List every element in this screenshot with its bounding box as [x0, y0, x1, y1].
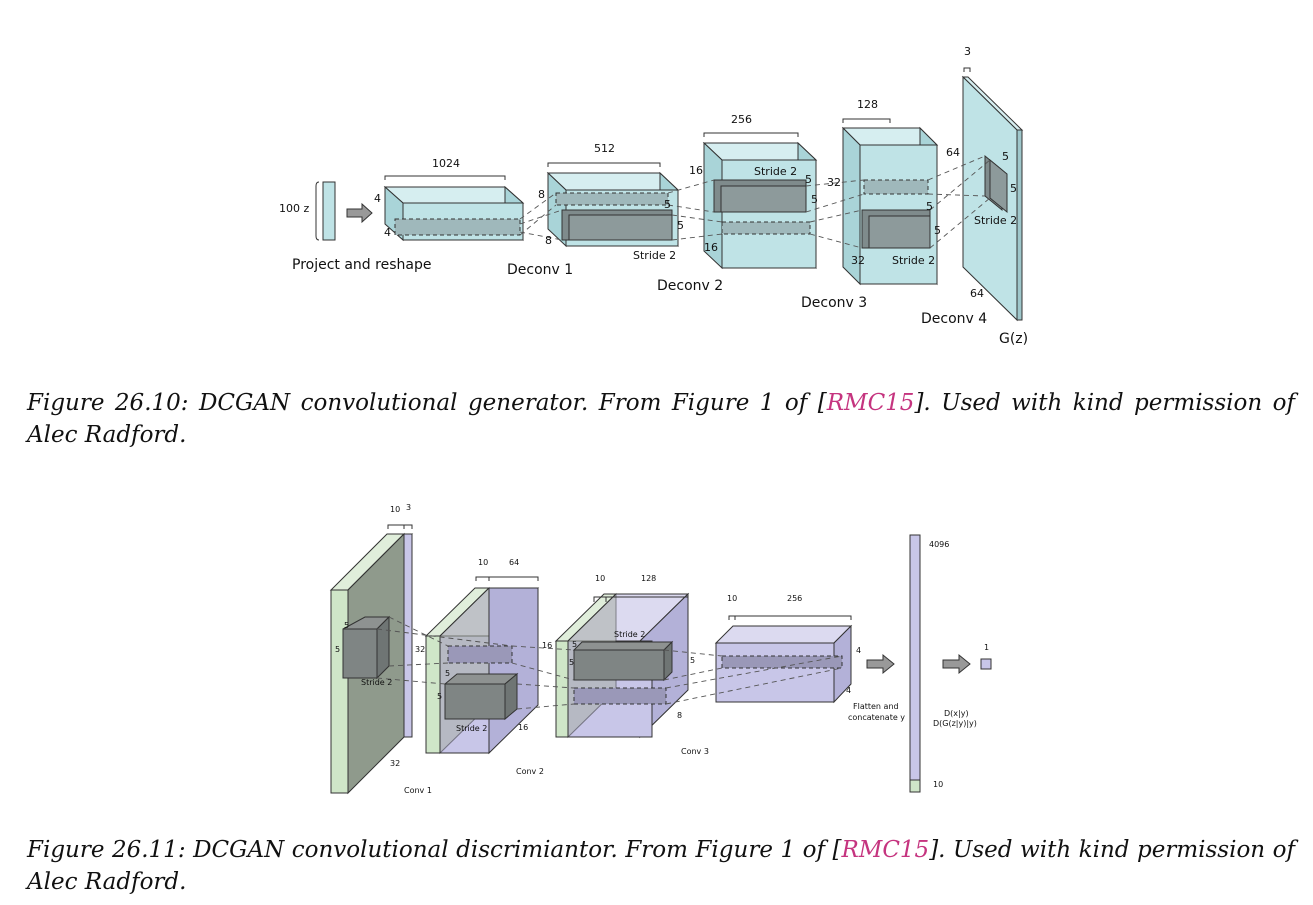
figure-caption: Figure 26.11: DCGAN convolutional discri…: [27, 834, 1295, 898]
z-brace: [315, 181, 320, 241]
deconv4-label: Deconv 4: [921, 311, 987, 327]
label-vector-y: [909, 779, 921, 793]
deconv3-label: Deconv 3: [801, 295, 867, 311]
z-vector: [322, 181, 336, 241]
stride-label: Stride 2: [974, 214, 1017, 227]
conv1-label: Conv 1: [404, 786, 432, 795]
arrow-right-icon: [942, 653, 971, 675]
stride-label: Stride 2: [361, 678, 392, 687]
dim-label: 10: [595, 574, 605, 583]
dim-label: 10: [478, 558, 488, 567]
dim-label: 5: [1010, 182, 1017, 195]
conv2-block: [424, 586, 540, 755]
dim-label: 3: [406, 503, 411, 512]
dim-label: 4096: [929, 540, 949, 549]
dim-label: 1: [984, 643, 989, 652]
dim-label: 5: [344, 621, 349, 630]
flatten-vector: [909, 534, 921, 781]
dim-label: 16: [518, 723, 528, 732]
dim-label: 5: [926, 200, 933, 213]
dim-label: 4: [374, 192, 381, 205]
connector-lines: [376, 616, 843, 710]
dim-label: 16: [689, 164, 703, 177]
conv3-block: [554, 592, 690, 739]
conv3-label: Conv 3: [681, 747, 709, 756]
dim-label: 32: [390, 759, 400, 768]
dim-label: 64: [509, 558, 519, 567]
dim-label: 512: [594, 142, 615, 155]
dim-label: 5: [805, 173, 812, 186]
deconv4-block: [961, 75, 1024, 322]
arrow-right-icon: [346, 202, 373, 224]
dim-label: 64: [970, 287, 984, 300]
dim-label: 5: [569, 658, 574, 667]
arrow-right-icon: [866, 653, 895, 675]
figure-caption: Figure 26.10: DCGAN convolutional genera…: [27, 387, 1295, 451]
dim-label: 10: [727, 594, 737, 603]
dim-label: 5: [811, 193, 818, 206]
dim-label: 5: [934, 224, 941, 237]
dim-label: 5: [445, 669, 450, 678]
deconv3-block: [841, 126, 939, 286]
stride-label: Stride 2: [892, 254, 935, 267]
flatten-label: Flatten and: [853, 702, 899, 711]
stride-label: Stride 2: [754, 165, 797, 178]
dim-label: 256: [731, 113, 752, 126]
caption-text: ]. Used with kind permission of Alec Rad…: [27, 837, 1295, 895]
stride-label: Stride 2: [633, 249, 676, 262]
project-block: [383, 185, 525, 242]
dim-label: 5: [572, 640, 577, 649]
stride-label: Stride 2: [456, 724, 487, 733]
gz-label: G(z): [999, 331, 1028, 347]
dim-label: 4: [846, 686, 851, 695]
dim-label: 5: [677, 219, 684, 232]
dim-label: 32: [827, 176, 841, 189]
flatten-label: concatenate y: [848, 713, 905, 722]
dim-label: 8: [545, 234, 552, 247]
dim-label: 1024: [432, 157, 460, 170]
stride-label: Stride 2: [614, 630, 645, 639]
caption-text: Figure 26.11: DCGAN convolutional discri…: [27, 837, 842, 863]
dim-label: 10: [390, 505, 400, 514]
caption-text: ]. Used with kind permission of Alec Rad…: [27, 390, 1296, 448]
output-label: D(x|y): [944, 709, 969, 718]
deconv1-label: Deconv 1: [507, 262, 573, 278]
dim-label: 10: [933, 780, 943, 789]
dim-label: 32: [851, 254, 865, 267]
dim-label: 5: [335, 645, 340, 654]
dim-label: 5: [437, 692, 442, 701]
output-label: D(G(z|y)|y): [933, 719, 977, 728]
conv2-label: Conv 2: [516, 767, 544, 776]
dim-label: 16: [542, 641, 552, 650]
dim-label: 5: [664, 198, 671, 211]
dim-label: 32: [415, 645, 425, 654]
dim-label: 4: [384, 226, 391, 239]
conv1-block: [329, 532, 414, 795]
deconv1-block: [546, 171, 680, 248]
dim-label: 8: [538, 188, 545, 201]
dim-label: 3: [964, 45, 971, 58]
caption-text: Figure 26.10: DCGAN convolutional genera…: [27, 390, 827, 416]
dim-label: 16: [704, 241, 718, 254]
citation-link[interactable]: RMC15: [826, 390, 915, 416]
dim-label: 4: [856, 646, 861, 655]
dim-label: 64: [946, 146, 960, 159]
connector-lines: [519, 155, 991, 249]
dim-label: 5: [690, 656, 695, 665]
dim-label: 128: [641, 574, 656, 583]
deconv2-label: Deconv 2: [657, 278, 723, 294]
z-dim-label: 100 z: [279, 202, 309, 215]
output-unit: [980, 658, 992, 670]
dim-label: 256: [787, 594, 802, 603]
dim-label: 128: [857, 98, 878, 111]
project-label: Project and reshape: [292, 257, 431, 273]
conv4-block: [714, 624, 853, 704]
dim-label: 8: [677, 711, 682, 720]
citation-link[interactable]: RMC15: [841, 837, 930, 863]
deconv2-block: [702, 141, 818, 270]
dim-label: 5: [1002, 150, 1009, 163]
